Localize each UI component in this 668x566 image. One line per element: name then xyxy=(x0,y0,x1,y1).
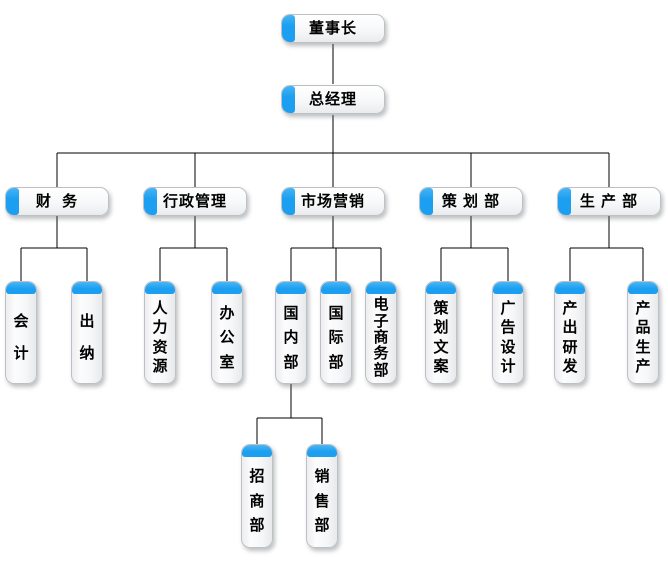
accent-cap-icon xyxy=(276,282,306,294)
node-label: 国内部 xyxy=(283,304,299,371)
node-domestic-dept: 国内部 xyxy=(275,281,307,384)
node-planning-copy: 策划文案 xyxy=(425,281,457,384)
node-label: 办公室 xyxy=(219,304,235,371)
node-output-rd: 产出研发 xyxy=(554,281,586,384)
node-label: 总经理 xyxy=(308,91,357,108)
node-label: 销售部 xyxy=(314,467,330,535)
node-planning-dept: 策 划 部 xyxy=(419,187,523,216)
node-label: 产出研发 xyxy=(562,299,578,376)
node-office: 办公室 xyxy=(211,281,243,384)
node-investment-dept: 招商部 xyxy=(241,444,273,548)
accent-cap-icon xyxy=(212,282,242,294)
accent-cap-icon xyxy=(307,445,337,457)
node-label: 出纳 xyxy=(79,312,95,363)
node-ecommerce-dept: 电子商务部 xyxy=(365,281,397,384)
node-label: 产品生产 xyxy=(635,299,651,376)
accent-cap-icon xyxy=(628,282,658,294)
accent-cap-icon xyxy=(321,282,351,294)
node-label: 策 划 部 xyxy=(441,193,501,210)
node-label: 国际部 xyxy=(328,304,344,371)
accent-bar-icon xyxy=(282,86,295,113)
accent-bar-icon xyxy=(420,188,433,215)
accent-bar-icon xyxy=(282,15,295,42)
node-sales-dept: 销售部 xyxy=(306,444,338,548)
accent-cap-icon xyxy=(6,282,36,294)
node-label: 行政管理 xyxy=(162,193,227,210)
accent-cap-icon xyxy=(493,282,523,294)
node-finance: 财 务 xyxy=(5,187,109,216)
accent-cap-icon xyxy=(72,282,102,294)
node-label: 广告设计 xyxy=(500,299,516,376)
accent-bar-icon xyxy=(144,188,157,215)
node-label: 会计 xyxy=(13,312,29,363)
node-accounting: 会计 xyxy=(5,281,37,384)
node-admin-management: 行政管理 xyxy=(143,187,247,216)
accent-bar-icon xyxy=(282,188,295,215)
node-marketing: 市场营销 xyxy=(281,187,385,216)
node-label: 招商部 xyxy=(249,467,265,535)
node-label: 董事长 xyxy=(308,20,357,37)
accent-cap-icon xyxy=(242,445,272,457)
accent-cap-icon xyxy=(426,282,456,294)
node-general-manager: 总经理 xyxy=(281,85,385,114)
node-label: 财 务 xyxy=(35,193,79,210)
node-production-dept: 生 产 部 xyxy=(557,187,661,216)
connector-path xyxy=(20,44,644,444)
node-chairman: 董事长 xyxy=(281,14,385,43)
node-label: 人力资源 xyxy=(152,299,168,376)
accent-cap-icon xyxy=(555,282,585,294)
node-label: 电子商务部 xyxy=(373,296,389,379)
node-product-production: 产品生产 xyxy=(627,281,659,384)
accent-cap-icon xyxy=(366,282,396,294)
node-label: 生 产 部 xyxy=(579,193,639,210)
node-human-resources: 人力资源 xyxy=(144,281,176,384)
node-label: 策划文案 xyxy=(433,299,449,376)
node-international-dept: 国际部 xyxy=(320,281,352,384)
accent-bar-icon xyxy=(6,188,19,215)
accent-bar-icon xyxy=(558,188,571,215)
node-cashier: 出纳 xyxy=(71,281,103,384)
node-ad-design: 广告设计 xyxy=(492,281,524,384)
accent-cap-icon xyxy=(145,282,175,294)
node-label: 市场营销 xyxy=(300,193,365,210)
